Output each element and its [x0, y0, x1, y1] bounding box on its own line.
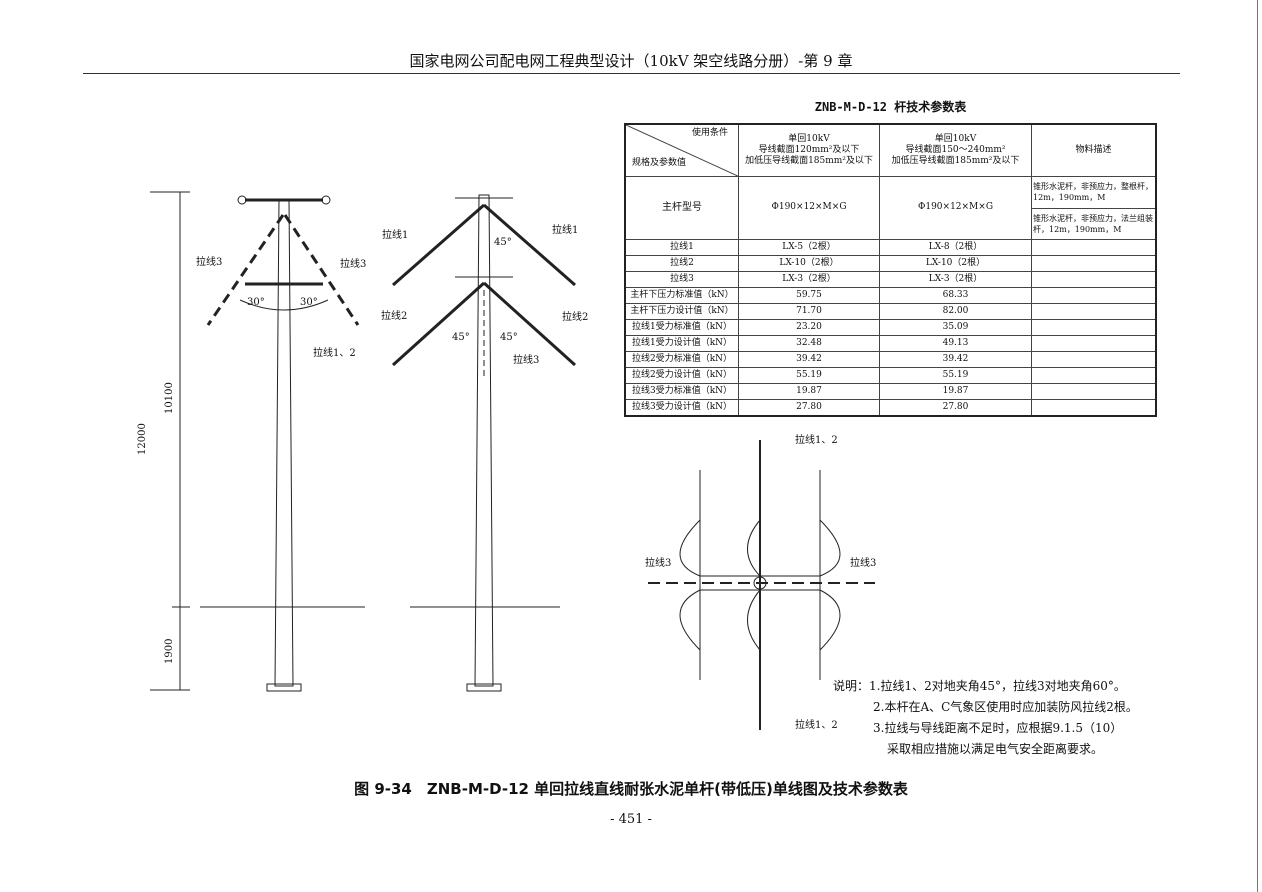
cell: 拉线3受力设计值（kN） — [624, 398, 739, 416]
page-edge — [1257, 0, 1258, 892]
cell: 锥形水泥杆，非预应力，整根杆，12m，190mm，M — [1031, 175, 1157, 209]
label-plan-top: 拉线1、2 — [795, 433, 838, 446]
label-stay12: 拉线1、2 — [313, 346, 356, 359]
corner-cell: 使用条件 规格及参数值 — [624, 123, 740, 178]
cell: Φ190×12×M×G — [738, 175, 880, 240]
header-rule — [83, 73, 1180, 74]
cell: 主杆型号 — [624, 175, 739, 240]
figure-caption: 图 9-34 ZNB-M-D-12 单回拉线直线耐张水泥单杆(带低压)单线图及技… — [354, 780, 908, 798]
middle-pole-elevation — [391, 194, 577, 692]
label-stay1-left: 拉线1 — [382, 228, 408, 241]
angle-right: 30° — [300, 297, 318, 308]
page-header: 国家电网公司配电网工程典型设计（10kV 架空线路分册）-第 9 章 — [409, 52, 853, 70]
label-stay3-right: 拉线3 — [340, 257, 366, 270]
corner-top-label: 使用条件 — [691, 128, 728, 139]
dim-above: 10100 — [164, 382, 175, 414]
cell — [1031, 382, 1157, 400]
dim-total: 12000 — [137, 423, 148, 455]
label-stay3-mid: 拉线3 — [513, 353, 539, 366]
angle-top: 45° — [494, 237, 512, 248]
cell: Φ190×12×M×G — [879, 175, 1032, 240]
angle-left: 30° — [247, 297, 265, 308]
label-plan-right: 拉线3 — [850, 556, 876, 569]
angle-bottom-right: 45° — [500, 332, 518, 343]
cell: 19.87 — [879, 382, 1032, 400]
note-2: 2.本杆在A、C气象区使用时应加装防风拉线2根。 — [873, 700, 1138, 714]
label-plan-left: 拉线3 — [645, 556, 671, 569]
cell: 19.87 — [738, 382, 880, 400]
note-3: 3.拉线与导线距离不足时，应根据9.1.5（10） — [873, 721, 1123, 735]
table-title: ZNB-M-D-12 杆技术参数表 — [814, 100, 967, 114]
label-stay1-right: 拉线1 — [552, 223, 578, 236]
corner-bottom-label: 规格及参数值 — [632, 158, 687, 169]
label-stay3-left: 拉线3 — [196, 255, 222, 268]
plan-view — [648, 440, 875, 730]
left-pole-elevation — [150, 191, 365, 692]
cell — [1031, 398, 1157, 416]
label-stay2-right: 拉线2 — [562, 310, 588, 323]
note-1: 说明：1.拉线1、2对地夹角45°，拉线3对地夹角60°。 — [833, 679, 1126, 693]
dim-below: 1900 — [164, 639, 175, 664]
label-plan-bottom: 拉线1、2 — [795, 718, 838, 731]
page-number: - 451 - — [610, 812, 652, 827]
notes: 说明：1.拉线1、2对地夹角45°，拉线3对地夹角60°。 2.本杆在A、C气象… — [833, 676, 1138, 760]
cell: 锥形水泥杆，非预应力，法兰组装杆，12m，190mm，M — [1031, 207, 1157, 240]
drawing-labels: 12000 10100 1900 拉线3 拉线3 30° 30° 拉线1、2 拉… — [137, 223, 876, 731]
cell: 27.80 — [879, 398, 1032, 416]
label-stay2-left: 拉线2 — [381, 309, 407, 322]
table-row: 主杆型号 Φ190×12×M×G Φ190×12×M×G 锥形水泥杆，非预应力，… — [624, 175, 1157, 240]
note-3-cont: 采取相应措施以满足电气安全距离要求。 — [887, 742, 1104, 756]
angle-bottom-left: 45° — [452, 332, 470, 343]
table-row: 锥形水泥杆，非预应力，法兰组装杆，12m，190mm，M — [625, 207, 1157, 240]
diagonal-line — [626, 125, 740, 178]
